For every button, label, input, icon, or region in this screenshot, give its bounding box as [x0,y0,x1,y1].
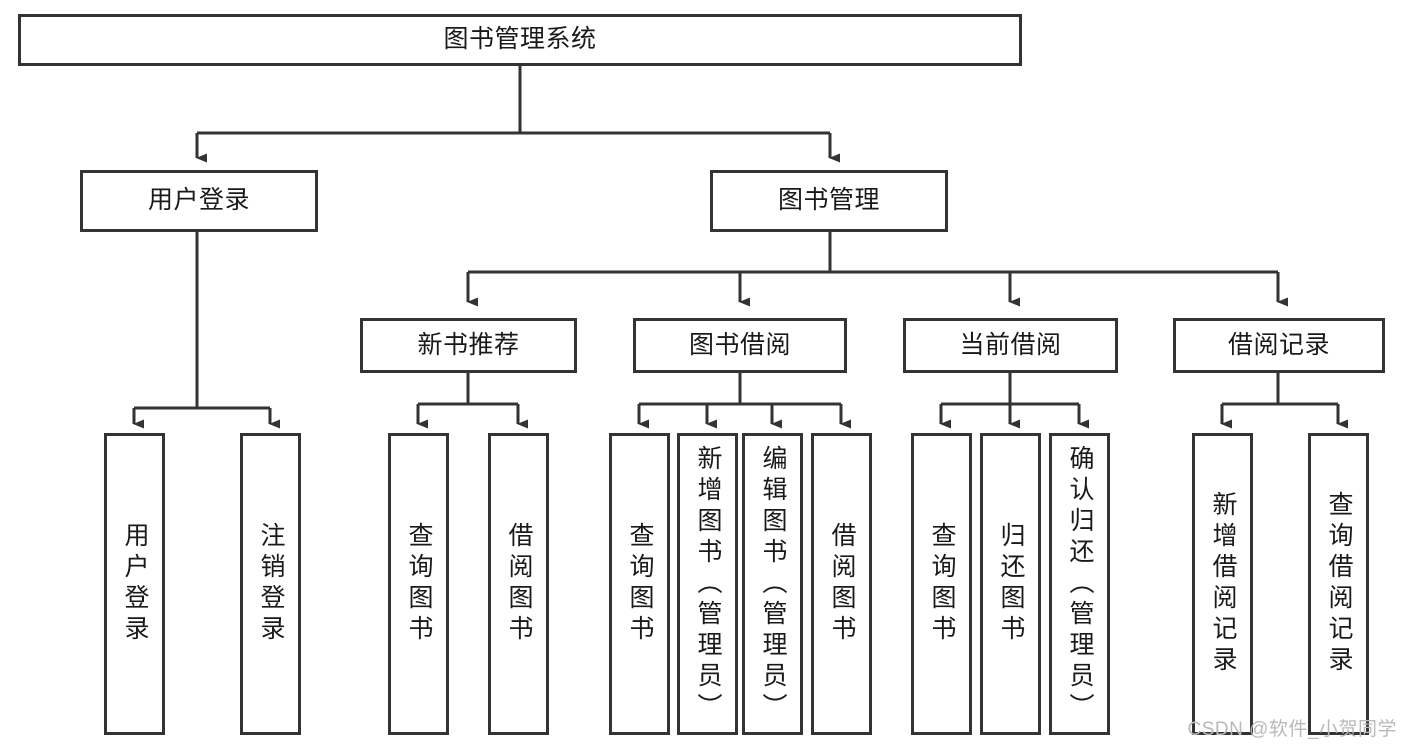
node-current-borrow-label: 当前借阅 [959,330,1062,359]
leaf-book-borrow-2-label: 新增图书（管理员） [694,444,722,724]
leaf-book-borrow-4[interactable]: 借阅图书 [811,433,872,735]
leaf-book-borrow-3-label: 编辑图书（管理员） [759,444,787,724]
leaf-user-login-2-label: 注销登录 [257,522,285,646]
node-new-book-recommend[interactable]: 新书推荐 [360,318,577,373]
leaf-current-borrow-2[interactable]: 归还图书 [980,433,1041,735]
leaf-new-book-1[interactable]: 查询图书 [388,433,449,735]
leaf-user-login-2[interactable]: 注销登录 [240,433,301,735]
leaf-book-borrow-4-label: 借阅图书 [828,522,856,646]
leaf-current-borrow-2-label: 归还图书 [997,522,1025,646]
leaf-current-borrow-1[interactable]: 查询图书 [911,433,972,735]
leaf-borrow-record-2[interactable]: 查询借阅记录 [1308,433,1369,735]
node-new-book-recommend-label: 新书推荐 [417,330,520,359]
leaf-current-borrow-1-label: 查询图书 [928,522,956,646]
node-book-borrow-label: 图书借阅 [688,330,791,359]
csdn-watermark: CSDN @软件_小贺同学 [1187,719,1397,740]
node-current-borrow[interactable]: 当前借阅 [903,318,1118,373]
leaf-current-borrow-3[interactable]: 确认归还（管理员） [1049,433,1110,735]
leaf-borrow-record-1[interactable]: 新增借阅记录 [1192,433,1253,735]
leaf-book-borrow-1[interactable]: 查询图书 [609,433,670,735]
node-book-borrow[interactable]: 图书借阅 [633,318,847,373]
node-user-login[interactable]: 用户登录 [80,170,318,232]
leaf-borrow-record-2-label: 查询借阅记录 [1325,491,1353,677]
leaf-user-login-1-label: 用户登录 [121,522,149,646]
leaf-book-borrow-3[interactable]: 编辑图书（管理员） [742,433,803,735]
leaf-book-borrow-2[interactable]: 新增图书（管理员） [677,433,738,735]
leaf-current-borrow-3-label: 确认归还（管理员） [1066,444,1094,724]
node-root-label: 图书管理系统 [443,25,597,54]
leaf-borrow-record-1-label: 新增借阅记录 [1209,491,1237,677]
node-user-login-label: 用户登录 [147,186,250,215]
leaf-new-book-2[interactable]: 借阅图书 [488,433,549,735]
leaf-new-book-2-label: 借阅图书 [505,522,533,646]
leaf-new-book-1-label: 查询图书 [405,522,433,646]
node-root[interactable]: 图书管理系统 [18,14,1022,66]
leaf-user-login-1[interactable]: 用户登录 [104,433,165,735]
node-book-management-label: 图书管理 [777,186,880,215]
node-borrow-record[interactable]: 借阅记录 [1173,318,1385,373]
node-book-management[interactable]: 图书管理 [710,170,948,232]
node-borrow-record-label: 借阅记录 [1227,330,1330,359]
leaf-book-borrow-1-label: 查询图书 [626,522,654,646]
